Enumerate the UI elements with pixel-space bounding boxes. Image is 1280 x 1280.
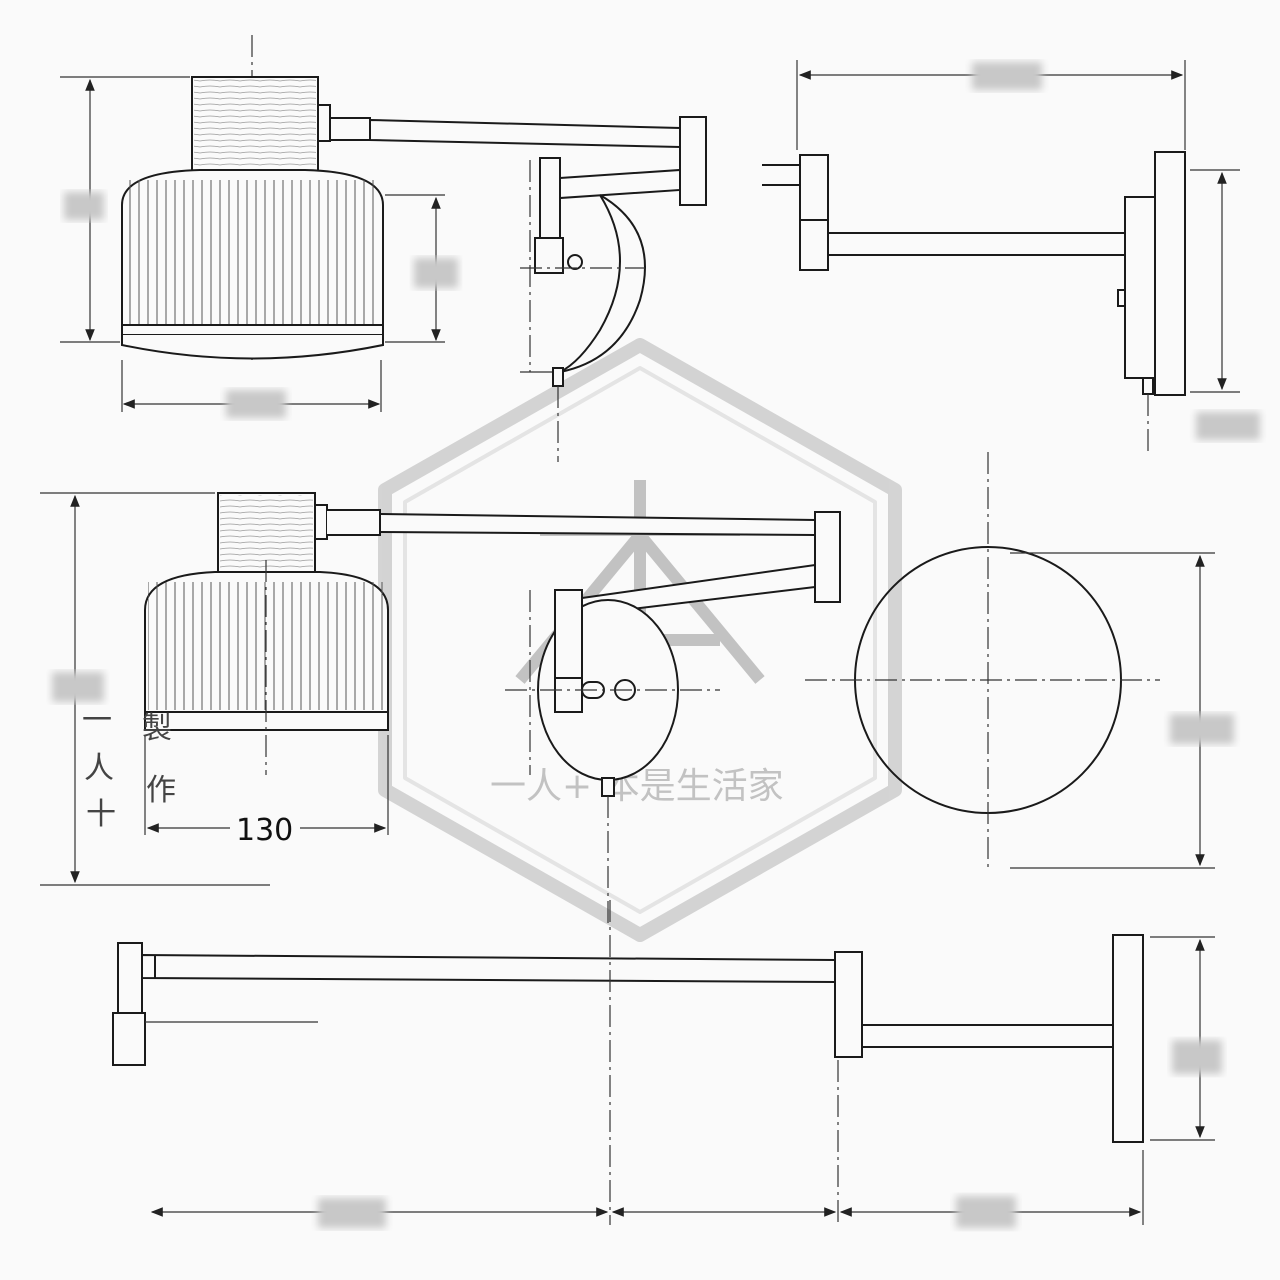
blurred-dimension-label [226,390,286,418]
dimension-width-label: 130 [236,813,293,848]
blurred-dimension-label [1170,714,1234,744]
plan-view-bottom [112,900,1222,1228]
svg-text:製: 製 [142,711,172,746]
wall-plate-back-view [805,452,1234,870]
svg-text:十: 十 [86,797,116,832]
side-view-top [762,60,1260,452]
svg-text:人: 人 [84,751,114,786]
front-view-middle: 130 一 人 十 製 作 [40,492,841,925]
blurred-dimension-label [972,62,1042,90]
blurred-dimension-label [1172,1040,1222,1074]
svg-text:一: 一 [82,703,112,738]
handwritten-signature: 一 人 十 製 作 [82,703,176,832]
blurred-dimension-label [1196,412,1260,440]
svg-text:作: 作 [146,773,176,808]
blurred-dimension-label [64,192,104,220]
blurred-dimension-label [318,1198,386,1228]
front-view-top [60,35,707,462]
blurred-dimension-label [52,672,104,702]
blurred-dimension-label [956,1196,1016,1228]
blurred-dimension-label [414,258,458,288]
